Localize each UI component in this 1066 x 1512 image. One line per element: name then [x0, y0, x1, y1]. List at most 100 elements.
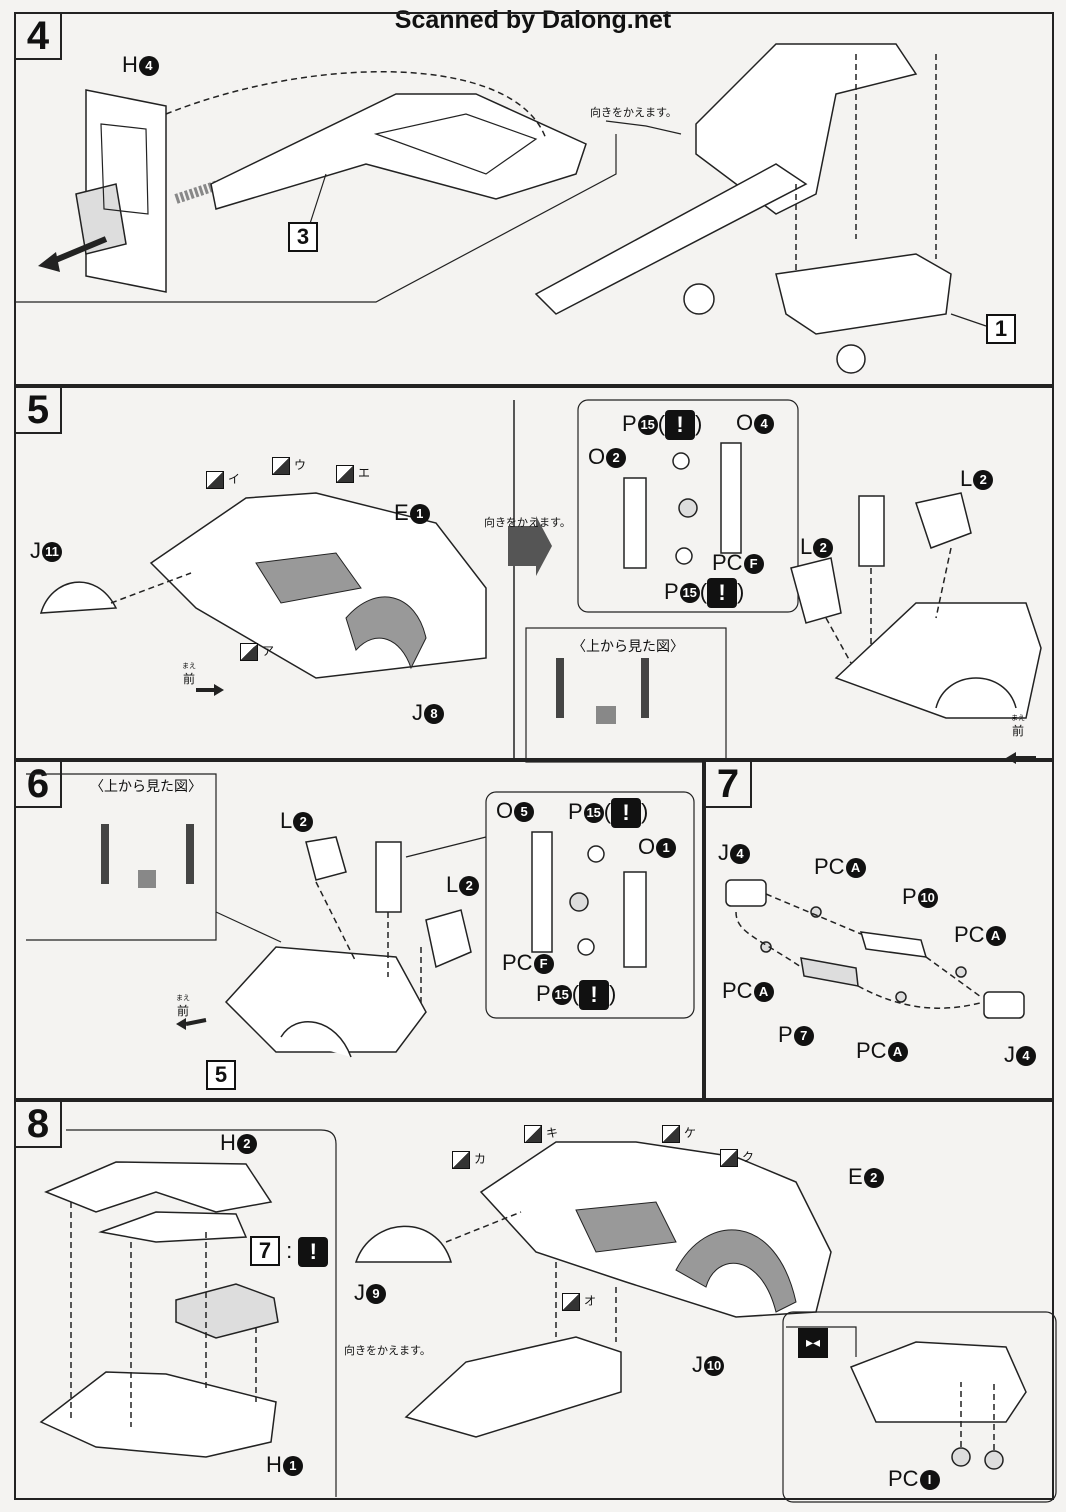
part-number: 4: [754, 414, 775, 434]
step-ref-box: 3: [288, 222, 318, 252]
part-number: 4: [730, 844, 750, 864]
watermark: Scanned by Dalong.net: [394, 6, 672, 34]
front-ruby: まえ: [1011, 714, 1025, 722]
step-number: 7: [706, 762, 752, 808]
step-number: 5: [16, 388, 62, 434]
part-number: 9: [366, 1284, 386, 1304]
part-number: 15: [679, 582, 700, 603]
part-letter: PC: [954, 922, 985, 947]
seal-o: オ: [562, 1292, 596, 1311]
part-number: 2: [236, 1134, 257, 1154]
seal-code: オ: [584, 1294, 597, 1308]
part-letter: P: [902, 884, 917, 909]
seal-code: カ: [474, 1152, 487, 1166]
part-letter: O: [638, 834, 656, 859]
part-letter: L: [960, 466, 973, 491]
seal-ke: ケ: [662, 1124, 696, 1143]
part-number: 15: [637, 414, 658, 435]
part-letter: P: [622, 410, 637, 436]
seal-code: ク: [742, 1150, 755, 1164]
part-number: I: [919, 1470, 940, 1490]
part-number: A: [985, 926, 1006, 946]
part-letter: J: [412, 700, 423, 725]
front-text: 前: [176, 1004, 189, 1018]
caution-icon: !: [298, 1237, 329, 1268]
part-number: 10: [917, 888, 938, 908]
part-number: 2: [459, 876, 480, 896]
part-letter: J: [718, 840, 729, 865]
seal-u: ウ: [272, 456, 306, 475]
part-letter: J: [354, 1280, 365, 1305]
turn-over-note: 向きをかえます。: [590, 106, 677, 119]
part-number: 15: [583, 802, 604, 823]
front-indicator: まえ前: [182, 660, 196, 686]
seal-code: ケ: [684, 1126, 697, 1140]
front-text: 前: [1011, 724, 1024, 738]
turn-over-note: 向きをかえます。: [484, 516, 571, 529]
part-letter: H: [220, 1130, 236, 1155]
part-letter: E: [394, 500, 409, 525]
seal-code: イ: [228, 472, 241, 486]
step-6-artwork: [26, 773, 695, 1058]
step-5-artwork: [39, 399, 1042, 764]
part-number: 2: [973, 470, 994, 490]
part-letter: PC: [722, 978, 753, 1003]
front-ruby: まえ: [176, 994, 190, 1002]
part-letter: PC: [502, 950, 533, 975]
part-letter: P: [568, 798, 583, 824]
part-letter: L: [800, 534, 813, 559]
seal-ku: ク: [720, 1148, 754, 1167]
part-letter: PC: [712, 550, 743, 575]
part-letter: O: [588, 444, 606, 469]
turn-over-note: 向きをかえます。: [344, 1344, 431, 1357]
part-number: 10: [704, 1356, 724, 1376]
part-letter: O: [496, 798, 514, 823]
step7-caution-ref: 7 : !: [250, 1236, 329, 1268]
seal-code: ア: [262, 644, 275, 658]
part-letter: H: [122, 52, 138, 77]
seal-a: ア: [240, 642, 274, 661]
front-ruby: まえ: [182, 662, 196, 670]
part-letter: P: [778, 1022, 793, 1047]
front-indicator: まえ前: [1011, 712, 1025, 738]
part-number: 1: [282, 1456, 303, 1476]
top-view-label: 〈上から見た図〉: [90, 779, 202, 795]
part-letter: E: [848, 1164, 863, 1189]
squeeze-icon: ▸◂: [798, 1328, 828, 1358]
seal-code: ウ: [294, 458, 307, 472]
caution-icon: !: [611, 798, 642, 828]
part-number: 11: [42, 542, 62, 562]
part-number: 1: [656, 838, 677, 858]
step-4-artwork: [16, 43, 987, 374]
step-number: 6: [16, 762, 62, 808]
part-letter: PC: [856, 1038, 887, 1063]
part-number: 4: [138, 56, 159, 76]
